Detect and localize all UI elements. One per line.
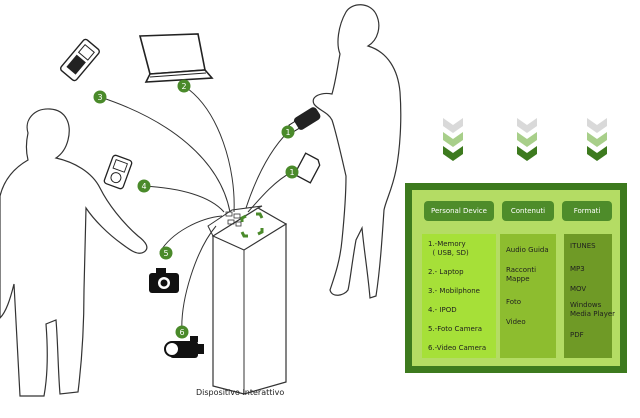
chevron-down-icon [443,118,463,161]
list-item: 3.- Mobilphone [428,287,480,295]
list-item: 2.- Laptop [428,268,464,276]
column-personal-device: 1.-Memory ( USB, SD) 2.- Laptop 3.- Mobi… [422,234,496,358]
right-person-silhouette [312,4,402,299]
list-item: 5.-Foto Camera [428,325,482,333]
badge-photo-camera: 5 [159,246,173,260]
list-item: Audio Guida [506,246,549,254]
svg-text:5: 5 [163,249,168,258]
list-item: Racconti Mappe [506,266,537,283]
memory-card-icon [293,152,321,184]
svg-text:1: 1 [285,128,290,137]
badge-mobile-phone: 3 [93,90,107,104]
svg-text:1: 1 [289,168,294,177]
header-contenuti: Contenuti [502,201,554,221]
list-item: MP3 [570,265,585,273]
column-formati: ITUNES MP3 MOV Windows Media Player PDF [564,234,616,358]
chevron-down-icon [587,118,607,161]
photo-camera-icon [149,268,179,293]
interactive-device [207,205,288,395]
list-item: Foto [506,298,522,306]
list-item: Windows Media Player [570,301,616,318]
svg-text:6: 6 [179,328,184,337]
badge-laptop: 2 [177,79,191,93]
badge-video-camera: 6 [175,325,189,339]
svg-text:4: 4 [141,182,146,191]
list-item: 1.-Memory ( USB, SD) [428,240,469,257]
list-item: MOV [570,285,587,293]
list-item: Video [506,318,526,326]
badge-ipod: 4 [137,179,151,193]
list-item: ITUNES [570,242,596,250]
device-caption: Dispositivo Interattivo [196,388,285,397]
ipod-icon [103,154,133,190]
svg-text:3: 3 [97,93,102,102]
badge-memory-card: 1 [285,165,299,179]
down-arrows [443,118,607,161]
badge-usb-stick: 1 [281,125,295,139]
svg-text:2: 2 [181,82,186,91]
device-logo-icon [240,212,264,238]
list-item: 4.- IPOD [428,306,457,314]
mobile-phone-icon [60,38,100,82]
header-formati: Formati [562,201,612,221]
chevron-down-icon [517,118,537,161]
device-port-icons [225,211,242,227]
header-personal-device: Personal Device [424,201,494,221]
video-camera-icon [164,336,204,358]
connection-badges: 1 1 2 3 4 5 6 [93,79,299,339]
column-contenuti: Audio Guida Racconti Mappe Foto Video [500,234,556,358]
left-person-silhouette [0,108,148,397]
list-item: 6.-Video Camera [428,344,487,352]
laptop-icon [138,33,214,83]
list-item: PDF [570,331,584,339]
